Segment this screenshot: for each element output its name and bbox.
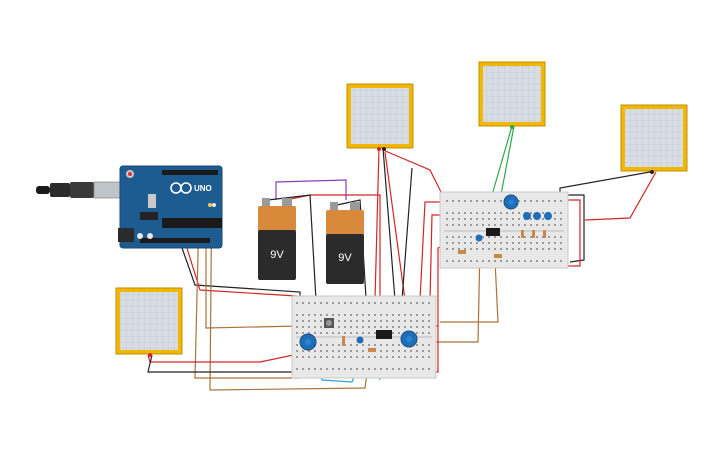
capacitor[interactable] bbox=[533, 212, 541, 220]
wire-red[interactable] bbox=[374, 147, 380, 301]
usb-cable-icon[interactable] bbox=[36, 181, 135, 199]
capacitor[interactable] bbox=[475, 234, 483, 242]
capacitor[interactable] bbox=[356, 336, 364, 344]
wire-green[interactable] bbox=[499, 125, 515, 201]
potentiometer-icon[interactable] bbox=[400, 330, 418, 348]
battery-9v-right[interactable]: 9V bbox=[326, 202, 364, 284]
arduino-uno-board[interactable]: UNO bbox=[118, 165, 223, 249]
wire-red[interactable] bbox=[285, 194, 381, 298]
wire-brown[interactable] bbox=[420, 244, 481, 343]
wire-red[interactable] bbox=[382, 149, 446, 201]
potentiometer-icon[interactable] bbox=[503, 194, 519, 210]
oscilloscope-left[interactable] bbox=[115, 287, 183, 357]
wire-black[interactable] bbox=[560, 194, 585, 263]
arduino-brand-label: UNO bbox=[194, 184, 212, 193]
wire-red[interactable] bbox=[419, 201, 440, 301]
oscilloscope-top[interactable] bbox=[346, 83, 414, 151]
wire-red[interactable] bbox=[384, 151, 406, 301]
oscilloscope-top-middle[interactable] bbox=[478, 61, 546, 129]
capacitor[interactable] bbox=[523, 212, 531, 220]
ic-chip-icon[interactable] bbox=[486, 228, 500, 236]
wire-red[interactable] bbox=[147, 351, 309, 363]
wire-black[interactable] bbox=[401, 167, 413, 301]
battery-label: 9V bbox=[270, 249, 284, 261]
wire-brown[interactable] bbox=[440, 259, 499, 323]
wire-green[interactable] bbox=[491, 125, 513, 196]
resistor-icon[interactable] bbox=[521, 230, 546, 238]
potentiometer-icon[interactable] bbox=[299, 333, 317, 351]
wire-black[interactable] bbox=[382, 147, 396, 301]
resistor-icon[interactable] bbox=[342, 336, 345, 346]
resistor-icon[interactable] bbox=[458, 250, 466, 254]
resistor-icon[interactable] bbox=[368, 348, 376, 352]
wire-red[interactable] bbox=[565, 199, 581, 267]
wire-black[interactable] bbox=[559, 171, 651, 195]
battery-label: 9V bbox=[338, 252, 352, 264]
capacitor[interactable] bbox=[544, 212, 552, 220]
resistor-icon[interactable] bbox=[494, 254, 502, 258]
wire-black[interactable] bbox=[147, 354, 298, 373]
battery-9v-left[interactable]: 9V bbox=[258, 198, 296, 280]
oscilloscope-right[interactable] bbox=[620, 104, 688, 174]
wire-red[interactable] bbox=[584, 171, 657, 221]
wire-purple[interactable] bbox=[275, 179, 347, 200]
push-button[interactable] bbox=[324, 318, 334, 328]
ic-chip-icon[interactable] bbox=[376, 330, 392, 339]
